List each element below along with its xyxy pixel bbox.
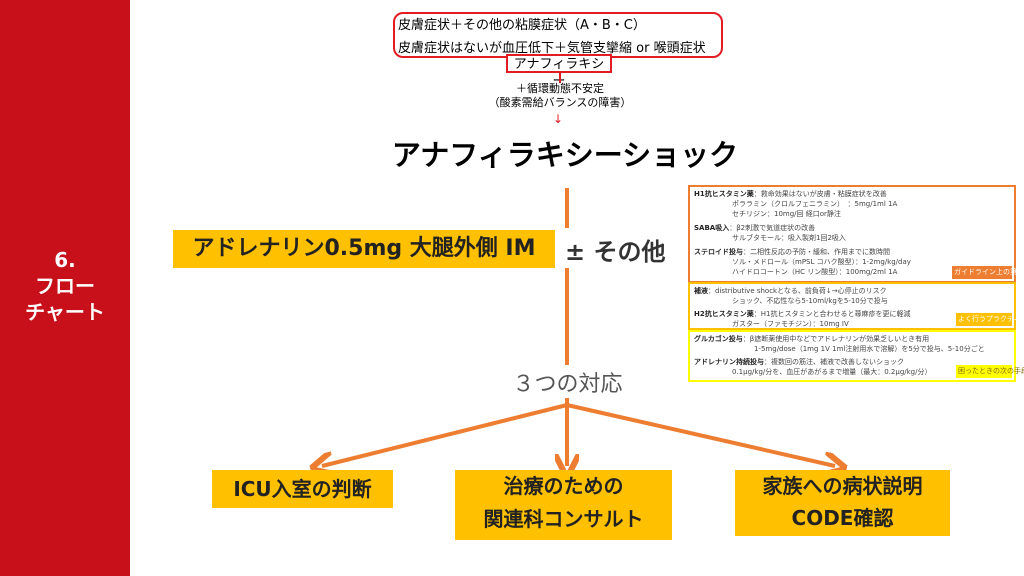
adrenaline-box: アドレナリン0.5mg 大腿外側 IM	[173, 230, 555, 268]
practice-tag: よく行うプラクティス	[956, 313, 1024, 326]
common-practice-panel: 補液：distributive shockとなる、前負荷↓→心停止のリスク ショ…	[688, 282, 1024, 330]
next-step-panel: グルカゴン投与：β遮断薬使用中などでアドレナリンが効果乏しいとき有用 1-5mg…	[688, 330, 1024, 382]
guideline-tag: ガイドライン上の第二選択薬	[952, 266, 1024, 279]
steroid-desc: ：二相性反応の予防・緩和、作用までに数時間	[743, 248, 890, 256]
icu-box: ICU入室の判断	[212, 470, 393, 508]
h2-head: H2抗ヒスタミン薬	[694, 310, 754, 318]
fluid-desc: ：distributive shockとなる、前負荷↓→心停止のリスク	[708, 287, 887, 295]
family-box: 家族への病状説明 CODE確認	[735, 470, 950, 536]
glucagon-a: 1-5mg/dose（1mg 1V 1ml注射用水で溶解）を5分で投与、5-10…	[754, 345, 985, 353]
sidebar	[0, 0, 130, 576]
branch-arrow-right	[566, 403, 835, 466]
adr-cont-head: アドレナリン持続投与	[694, 358, 764, 366]
criteria-box: 皮膚症状＋その他の粘膜症状（A・B・C） 皮膚症状はないが血圧低下＋気管支攣縮 o…	[393, 12, 723, 58]
glucagon-desc: ：β遮断薬使用中などでアドレナリンが効果乏しいとき有用	[742, 335, 930, 343]
h2-a: ガスター（ファモチジン）：10mg IV	[732, 320, 849, 328]
condition-2: （酸素需給バランスの障害）	[488, 96, 632, 109]
section-title-1: フロー	[35, 274, 95, 298]
next-step-tag: 困ったときの次の手段	[956, 365, 1024, 378]
saba-head: SABA吸入	[694, 224, 730, 232]
consult-1: 治療のための	[503, 474, 624, 498]
second-line-panel: H1抗ヒスタミン薬：救命効果はないが皮膚・粘膜症状を改善 ポララミン（クロルフェ…	[688, 185, 1024, 283]
criteria-1: 皮膚症状＋その他の粘膜症状（A・B・C）	[398, 18, 646, 33]
family-1: 家族への病状説明	[762, 474, 923, 498]
h1-desc: ：救命効果はないが皮膚・粘膜症状を改善	[753, 190, 887, 198]
condition-1: ＋循環動態不安定	[516, 82, 604, 95]
connector-line	[559, 73, 561, 83]
consult-2: 関連科コンサルト	[483, 507, 644, 531]
section-number: 6.	[54, 248, 76, 272]
consult-box: 治療のための関連科コンサルト	[455, 470, 672, 540]
family-2: CODE確認	[791, 506, 894, 530]
fluid-head: 補液	[694, 287, 708, 295]
criteria-2: 皮膚症状はないが血圧低下＋気管支攣縮 or 喉頭症状	[398, 41, 706, 56]
glucagon-head: グルカゴン投与	[694, 335, 743, 343]
anaphylaxis-box: アナフィラキシー	[506, 54, 612, 89]
saba-a: サルブタモール：吸入製剤1回2吸入	[732, 234, 846, 242]
shock-title: アナフィラキシーショック	[391, 138, 739, 172]
fluid-a: ショック、不応性なら5-10ml/kgを5-10分で投与	[732, 297, 888, 305]
steroid-a: ソル・メドロール（mPSL コハク酸型）：1-2mg/kg/day	[732, 258, 911, 266]
three-responses: ３つの対応	[512, 372, 623, 397]
branch-arrow-left	[322, 403, 568, 466]
adr-cont-desc: ：複数回の筋注、補液で改善しないショック	[764, 358, 904, 366]
h1-b: セチリジン：10mg/回 経口or静注	[732, 210, 841, 218]
h2-desc: ：H1抗ヒスタミンと合わせると蕁麻疹を更に軽減	[753, 310, 911, 318]
arrow-down-icon: ↓	[553, 112, 564, 126]
h1-head: H1抗ヒスタミン薬	[694, 190, 754, 198]
condition-text: ＋循環動態不安定（酸素需給バランスの障害）	[470, 82, 650, 110]
saba-desc: ：β2刺激で気道症状の改善	[729, 224, 816, 232]
adr-cont-a: 0.1μg/kg/分を、血圧があがるまで増量（最大：0.2μg/kg/分）	[732, 368, 932, 376]
section-title-2: チャート	[25, 300, 105, 324]
steroid-head: ステロイド投与	[694, 248, 743, 256]
section-label: 6.フローチャート	[0, 247, 130, 325]
h1-a: ポララミン（クロルフェニラミン） ：5mg/1ml 1A	[732, 200, 898, 208]
other-treatments: ± その他	[565, 238, 666, 266]
steroid-b: ハイドロコートン（HC リン酸型）：100mg/2ml 1A	[732, 268, 898, 276]
